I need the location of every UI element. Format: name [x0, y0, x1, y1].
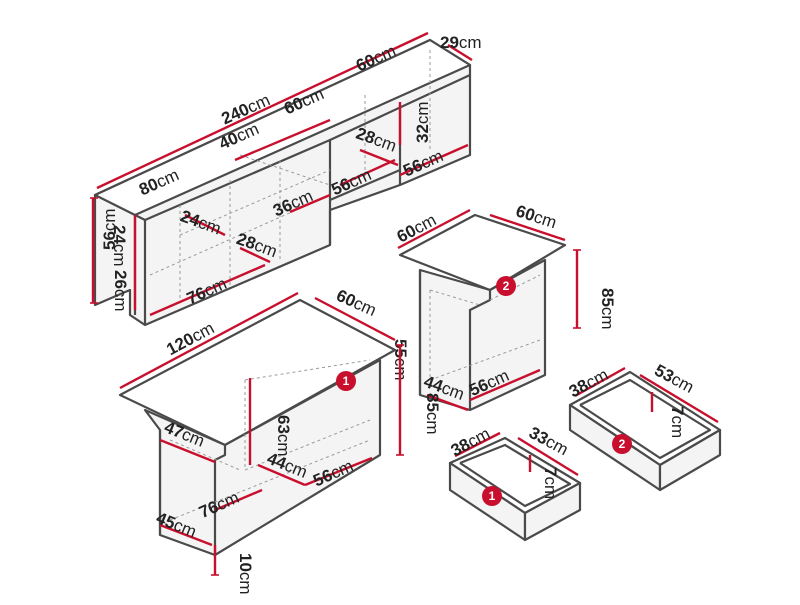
wall-unit: 240cm 60cm 60cm 40cm 80cm 29cm 56cm 28cm… — [90, 31, 482, 327]
svg-text:1: 1 — [489, 489, 496, 503]
svg-text:1: 1 — [343, 374, 350, 388]
wall-inner-32-label: 32cm — [413, 101, 432, 143]
small-cab-badge: 2 — [496, 276, 516, 296]
wall-left-24-label: 24cm — [110, 225, 129, 267]
drawer2-badge: 2 — [612, 434, 632, 454]
drawer-2: 38cm 53cm 7cm 2 — [566, 361, 722, 492]
large-cab-badge: 1 — [336, 371, 356, 391]
wall-height-label: 56cm — [100, 208, 119, 250]
svg-text:2: 2 — [503, 279, 510, 293]
drawer1-height-label: 7cm — [541, 467, 560, 499]
large-cab-plinth-label: 10cm — [236, 553, 255, 595]
drawer-1: 38cm 33cm 7cm 1 — [448, 423, 582, 542]
large-cabinet: 120cm 60cm 85cm 63cm 47cm 44cm 56cm 76cm… — [118, 286, 442, 595]
small-cabinet: 60cm 60cm 85cm 55cm 44cm 56cm 2 — [391, 201, 617, 412]
large-cab-height-label: 85cm — [423, 393, 442, 435]
drawer1-badge: 1 — [482, 486, 502, 506]
small-cab-depth-label: 60cm — [514, 201, 559, 232]
drawer2-height-label: 7cm — [668, 406, 687, 438]
svg-text:2: 2 — [619, 437, 626, 451]
large-cab-inner-63-label: 63cm — [274, 415, 293, 457]
wall-depth-label: 29cm — [440, 33, 482, 52]
large-cab-depth-label: 60cm — [333, 286, 379, 320]
wall-left-26-label: 26cm — [111, 270, 130, 312]
small-cab-height-label: 85cm — [598, 288, 617, 330]
